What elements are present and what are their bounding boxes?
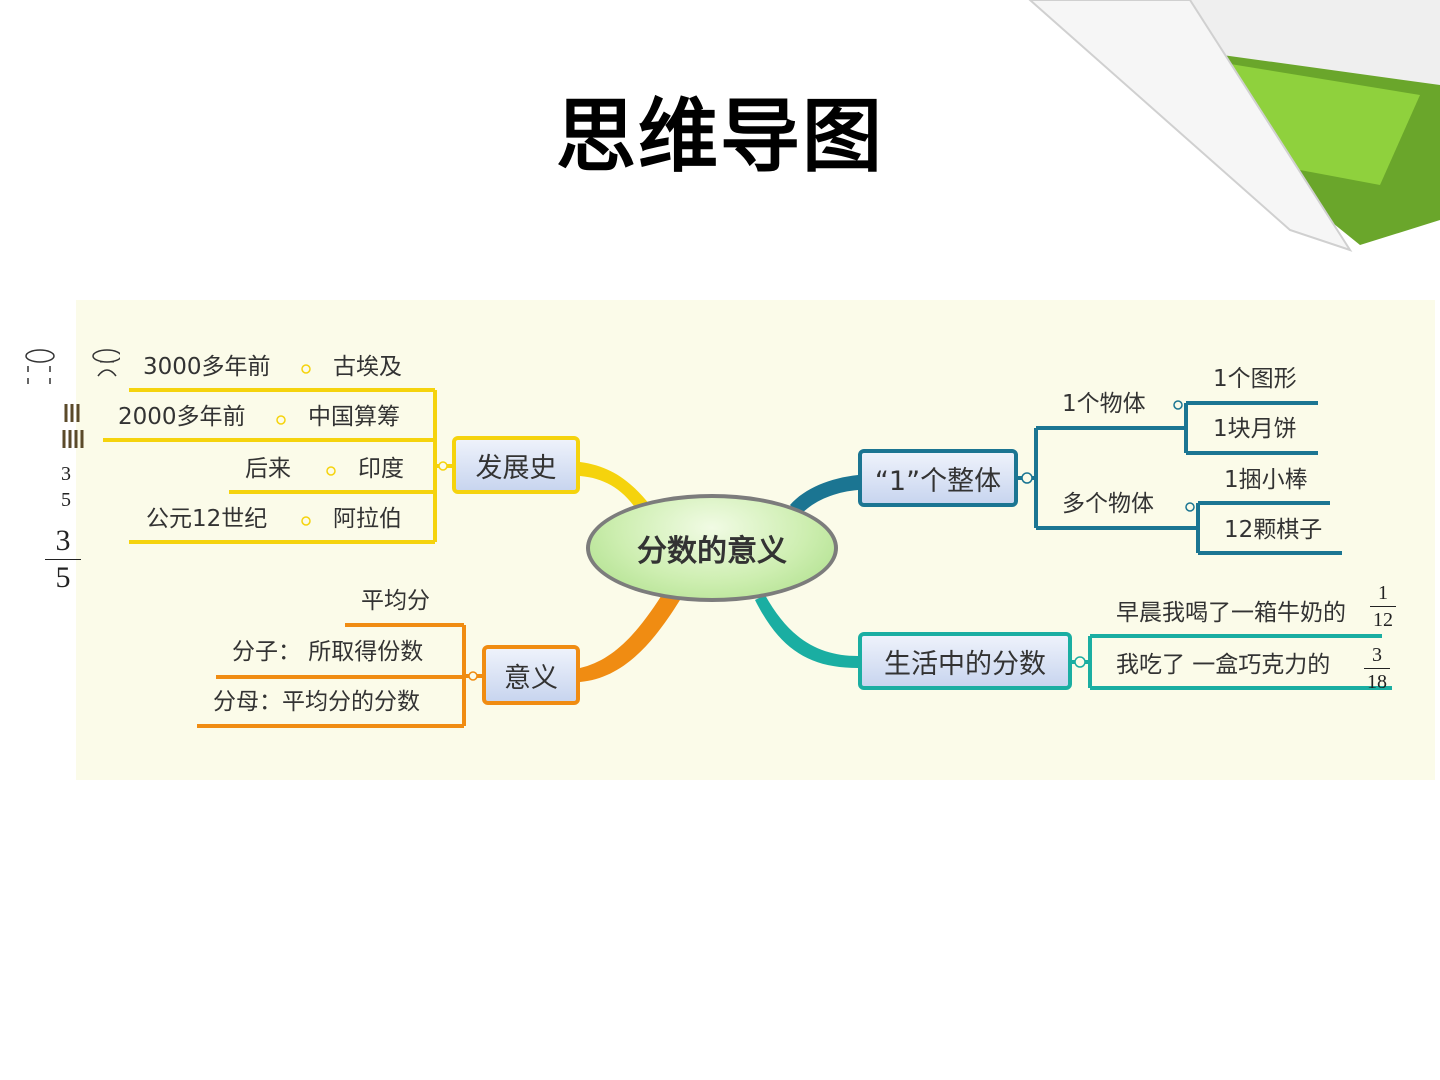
whole-one-item-2: 1块月饼: [1213, 416, 1297, 442]
arab-numerator: 3: [55, 524, 71, 557]
meaning-item-2: 分子： 所取得份数: [232, 639, 424, 665]
node-whole[interactable]: “1”个整体: [858, 449, 1018, 507]
center-topic[interactable]: 分数的意义: [586, 494, 838, 602]
life-item-1-text: 早晨我喝了一箱牛奶的: [1116, 600, 1346, 626]
whole-many-label: 多个物体: [1062, 491, 1154, 517]
arab-denominator: 5: [55, 561, 71, 594]
life-item-1-fraction: 1 12: [1370, 583, 1396, 630]
chinese-counting-rods-icon: [62, 404, 84, 448]
life-item-1-numerator: 1: [1378, 582, 1388, 604]
page-title: 思维导图: [556, 90, 884, 183]
history-time-2: 2000多年前: [118, 404, 246, 430]
branch-meaning: [580, 590, 680, 682]
whole-many-item-2: 12颗棋子: [1224, 517, 1323, 543]
arab-fraction: 3 5: [45, 526, 81, 593]
history-place-3: 印度: [358, 456, 404, 482]
india-denominator: 5: [61, 489, 71, 511]
meaning-item-1: 平均分: [361, 588, 430, 614]
life-item-1-denominator: 12: [1373, 609, 1393, 631]
india-numerator: 3: [61, 463, 71, 485]
whole-one-item-1: 1个图形: [1213, 366, 1297, 392]
life-item-2-numerator: 3: [1372, 644, 1382, 666]
branch-life: [755, 595, 858, 668]
history-time-3: 后来: [245, 456, 291, 482]
india-fraction: 3 5: [56, 464, 76, 510]
meaning-item-3: 分母：平均分的分数: [213, 689, 420, 715]
branch-history: [580, 462, 650, 515]
history-time-1: 3000多年前: [143, 354, 271, 380]
life-item-2-denominator: 18: [1367, 671, 1387, 693]
history-time-4: 公元12世纪: [146, 506, 268, 532]
whole-one-label: 1个物体: [1062, 391, 1146, 417]
branch-whole: [790, 475, 858, 515]
whole-many-item-1: 1捆小棒: [1224, 467, 1308, 493]
life-item-2-text: 我吃了 一盒巧克力的: [1116, 652, 1331, 678]
node-history[interactable]: 发展史: [452, 436, 580, 494]
node-life[interactable]: 生活中的分数: [858, 632, 1072, 690]
egypt-hieroglyph-icon: [25, 349, 120, 384]
history-place-2: 中国算筹: [308, 404, 400, 430]
history-place-4: 阿拉伯: [333, 506, 402, 532]
life-item-2-fraction: 3 18: [1364, 645, 1390, 692]
history-place-1: 古埃及: [333, 354, 402, 380]
node-meaning[interactable]: 意义: [482, 645, 580, 705]
